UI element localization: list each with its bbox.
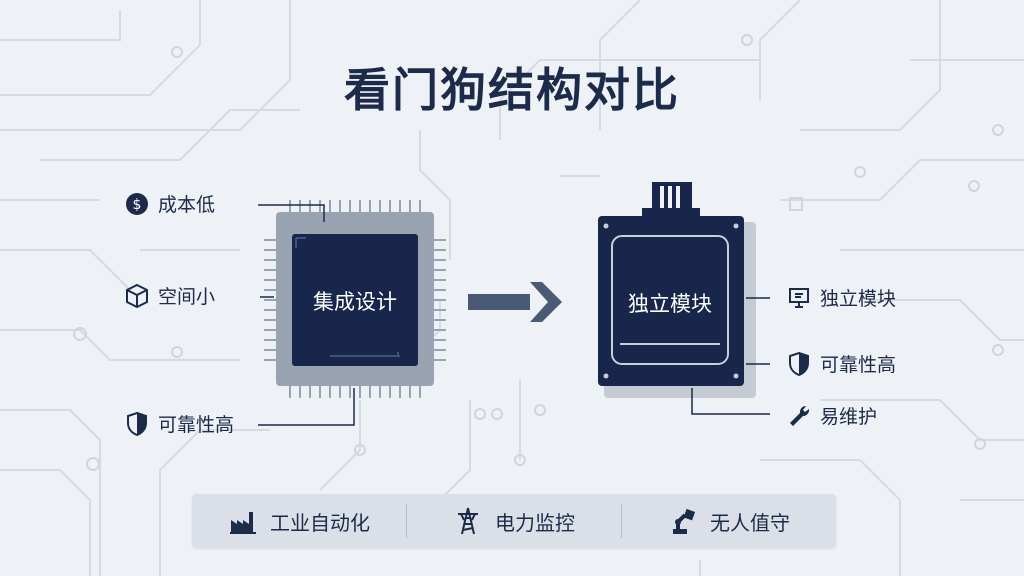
applications-bar: 工业自动化 电力监控 无人值守: [192, 494, 836, 548]
application-label: 无人值守: [710, 510, 790, 535]
feature-label: 空间小: [158, 286, 216, 308]
feature-label: 易维护: [820, 406, 878, 428]
factory-icon: [230, 512, 256, 534]
feature-label: 成本低: [158, 194, 216, 216]
feature-easy-maintenance: 易维护: [786, 402, 877, 429]
robot-arm-icon: [673, 508, 696, 534]
shield-icon: [789, 351, 809, 376]
feature-label: 可靠性高: [820, 354, 897, 376]
feature-independent-module: 独立模块: [786, 284, 896, 311]
shield-icon: [127, 411, 147, 436]
application-unattended: 无人值守: [622, 494, 836, 548]
chip-label: 集成设计: [313, 290, 397, 314]
feature-label: 可靠性高: [158, 414, 235, 436]
feature-low-cost: $ 成本低: [124, 190, 215, 217]
application-power-monitoring: 电力监控: [407, 494, 621, 548]
right-connectors: [691, 297, 770, 415]
independent-module: [598, 182, 756, 398]
arrow: [468, 282, 562, 322]
divider: [621, 504, 622, 538]
monitor-icon: [789, 287, 809, 308]
dollar-coin-icon: $: [126, 192, 148, 215]
left-connectors: [258, 204, 355, 426]
integrated-chip: [264, 200, 446, 398]
svg-text:$: $: [133, 197, 142, 213]
module-label: 独立模块: [628, 292, 712, 316]
feature-high-reliability: 可靠性高: [124, 410, 234, 437]
application-label: 工业自动化: [270, 510, 370, 535]
wrench-icon: [790, 405, 810, 426]
cube-icon: [126, 283, 148, 308]
feature-label: 独立模块: [820, 288, 897, 310]
page-title: 看门狗结构对比: [344, 63, 680, 117]
power-tower-icon: [458, 507, 478, 535]
application-industrial-automation: 工业自动化: [192, 494, 406, 548]
application-label: 电力监控: [495, 510, 575, 535]
divider: [406, 504, 407, 538]
feature-high-reliability-right: 可靠性高: [786, 350, 896, 377]
feature-small-space: 空间小: [124, 282, 215, 309]
